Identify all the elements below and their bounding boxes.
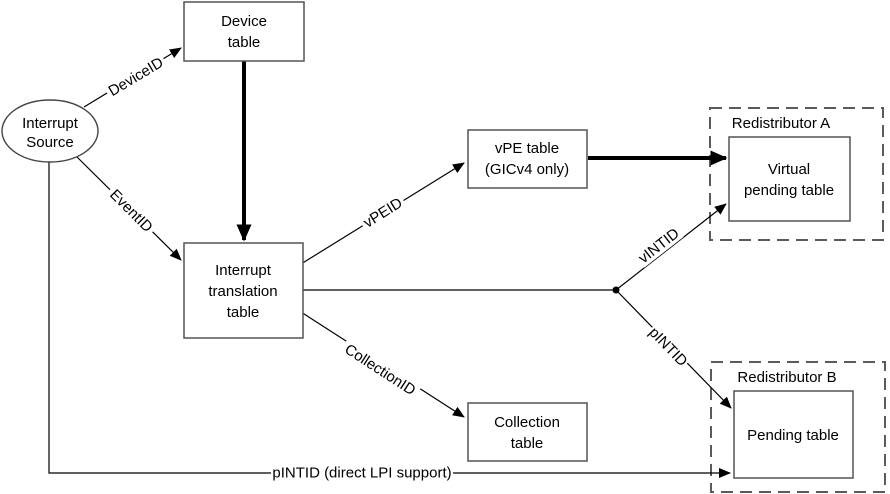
interrupt-source-label-line2: Source bbox=[26, 134, 74, 151]
event-id-edge-label: EventID bbox=[104, 184, 158, 238]
event-id-label-bg bbox=[104, 184, 158, 238]
v-intid-label: vINTID bbox=[635, 225, 682, 267]
collection-id-edge-label: CollectionID bbox=[338, 339, 422, 401]
device-id-label: DeviceID bbox=[106, 54, 167, 100]
p-intid-label-bg bbox=[644, 323, 692, 371]
virtual-pending-table-label-line2: pending table bbox=[744, 182, 834, 199]
vpe-id-label-bg bbox=[358, 193, 408, 233]
vpe-table-label: vPE table (GICv4 only) bbox=[485, 140, 569, 178]
collection-table-node bbox=[467, 402, 588, 462]
vpe-table-node bbox=[467, 129, 588, 189]
vpe-table-label-line1: vPE table bbox=[495, 140, 559, 157]
v-intid-edge bbox=[615, 203, 727, 291]
v-intid-label-bg bbox=[634, 224, 684, 268]
collection-id-label: CollectionID bbox=[341, 341, 418, 399]
device-id-edge-label: DeviceID bbox=[103, 53, 169, 101]
virtual-pending-table-label: Virtual pending table bbox=[744, 161, 834, 199]
interrupt-translation-table-label: Interrupt translation table bbox=[208, 262, 277, 321]
device-table-label-line1: Device bbox=[221, 13, 267, 30]
interrupt-translation-table-label-line1: Interrupt bbox=[215, 262, 272, 279]
interrupt-source-label: Interrupt Source bbox=[22, 115, 79, 151]
event-id-label: EventID bbox=[106, 186, 156, 236]
virtual-pending-table-node bbox=[728, 136, 851, 222]
device-table-node bbox=[183, 1, 305, 62]
direct-lpi-label: pINTID (direct LPI support) bbox=[272, 465, 451, 482]
redistributor-b-container bbox=[710, 361, 886, 493]
interrupt-translation-table-label-line2: translation bbox=[208, 283, 277, 300]
device-id-label-bg bbox=[103, 53, 169, 101]
redistributor-a-label: Redistributor A bbox=[732, 115, 830, 132]
direct-lpi-edge-label: pINTID (direct LPI support) bbox=[271, 465, 453, 482]
collection-table-label: Collection table bbox=[494, 414, 560, 452]
p-intid-edge-label: pINTID bbox=[644, 323, 692, 371]
p-intid-label: pINTID bbox=[645, 324, 690, 370]
interrupt-translation-table-node bbox=[183, 242, 304, 339]
v-intid-edge-label: vINTID bbox=[634, 224, 684, 268]
virtual-pending-table-label-line1: Virtual bbox=[768, 161, 810, 178]
redistributor-b-label: Redistributor B bbox=[737, 369, 836, 386]
collection-table-label-line2: table bbox=[511, 435, 544, 452]
vpe-table-label-line2: (GICv4 only) bbox=[485, 161, 569, 178]
interrupt-source-node bbox=[1, 99, 99, 163]
device-table-label: Device table bbox=[221, 13, 267, 51]
interrupt-source-label-line1: Interrupt bbox=[22, 115, 79, 132]
direct-lpi-edge bbox=[48, 160, 731, 478]
collection-table-label-line1: Collection bbox=[494, 414, 560, 431]
pending-table-label: Pending table bbox=[747, 427, 839, 444]
redistributor-a-container bbox=[709, 107, 884, 241]
collection-id-label-bg bbox=[338, 339, 422, 401]
interrupt-translation-table-label-line3: table bbox=[227, 304, 260, 321]
pending-table-node bbox=[733, 390, 854, 479]
vpe-id-edge-label: vPEID bbox=[358, 193, 408, 233]
direct-lpi-label-bg bbox=[271, 465, 453, 481]
vpe-id-label: vPEID bbox=[360, 194, 405, 231]
device-table-label-line2: table bbox=[228, 34, 261, 51]
